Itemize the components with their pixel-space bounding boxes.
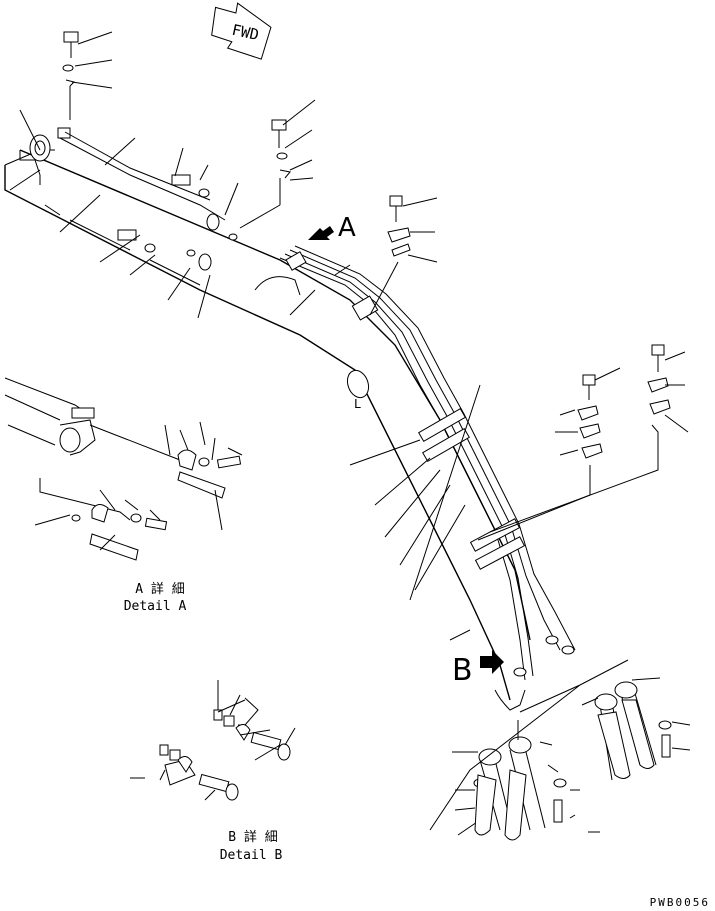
detail-a-drawing (4, 377, 243, 561)
fwd-direction-marker: FWD (211, 2, 272, 60)
hydraulic-tubes (59, 131, 576, 681)
boom-foot-pin (29, 127, 71, 162)
detail-a-caption-jp: A 詳 細 (135, 581, 184, 597)
bolt-group-right (477, 344, 671, 541)
drawing-reference-code: PWB0056 (650, 896, 710, 909)
leader-lines (9, 31, 689, 641)
detail-b-drawing (130, 680, 296, 801)
detail-b-caption-jp: B 詳 細 (228, 829, 277, 845)
view-b-letter: B (452, 653, 473, 688)
detail-a-caption-en: Detail A (124, 599, 187, 614)
boom-outline: L (4, 149, 531, 711)
detail-b-caption-en: Detail B (220, 848, 283, 863)
view-a-letter: A (338, 213, 356, 243)
view-arrow-b: B (452, 650, 504, 688)
view-arrow-a: A (308, 213, 356, 243)
bolt-group-top-left (62, 31, 411, 316)
hose-flange-group (429, 659, 691, 841)
fwd-label: FWD (230, 21, 260, 44)
svg-text:L: L (354, 397, 361, 411)
